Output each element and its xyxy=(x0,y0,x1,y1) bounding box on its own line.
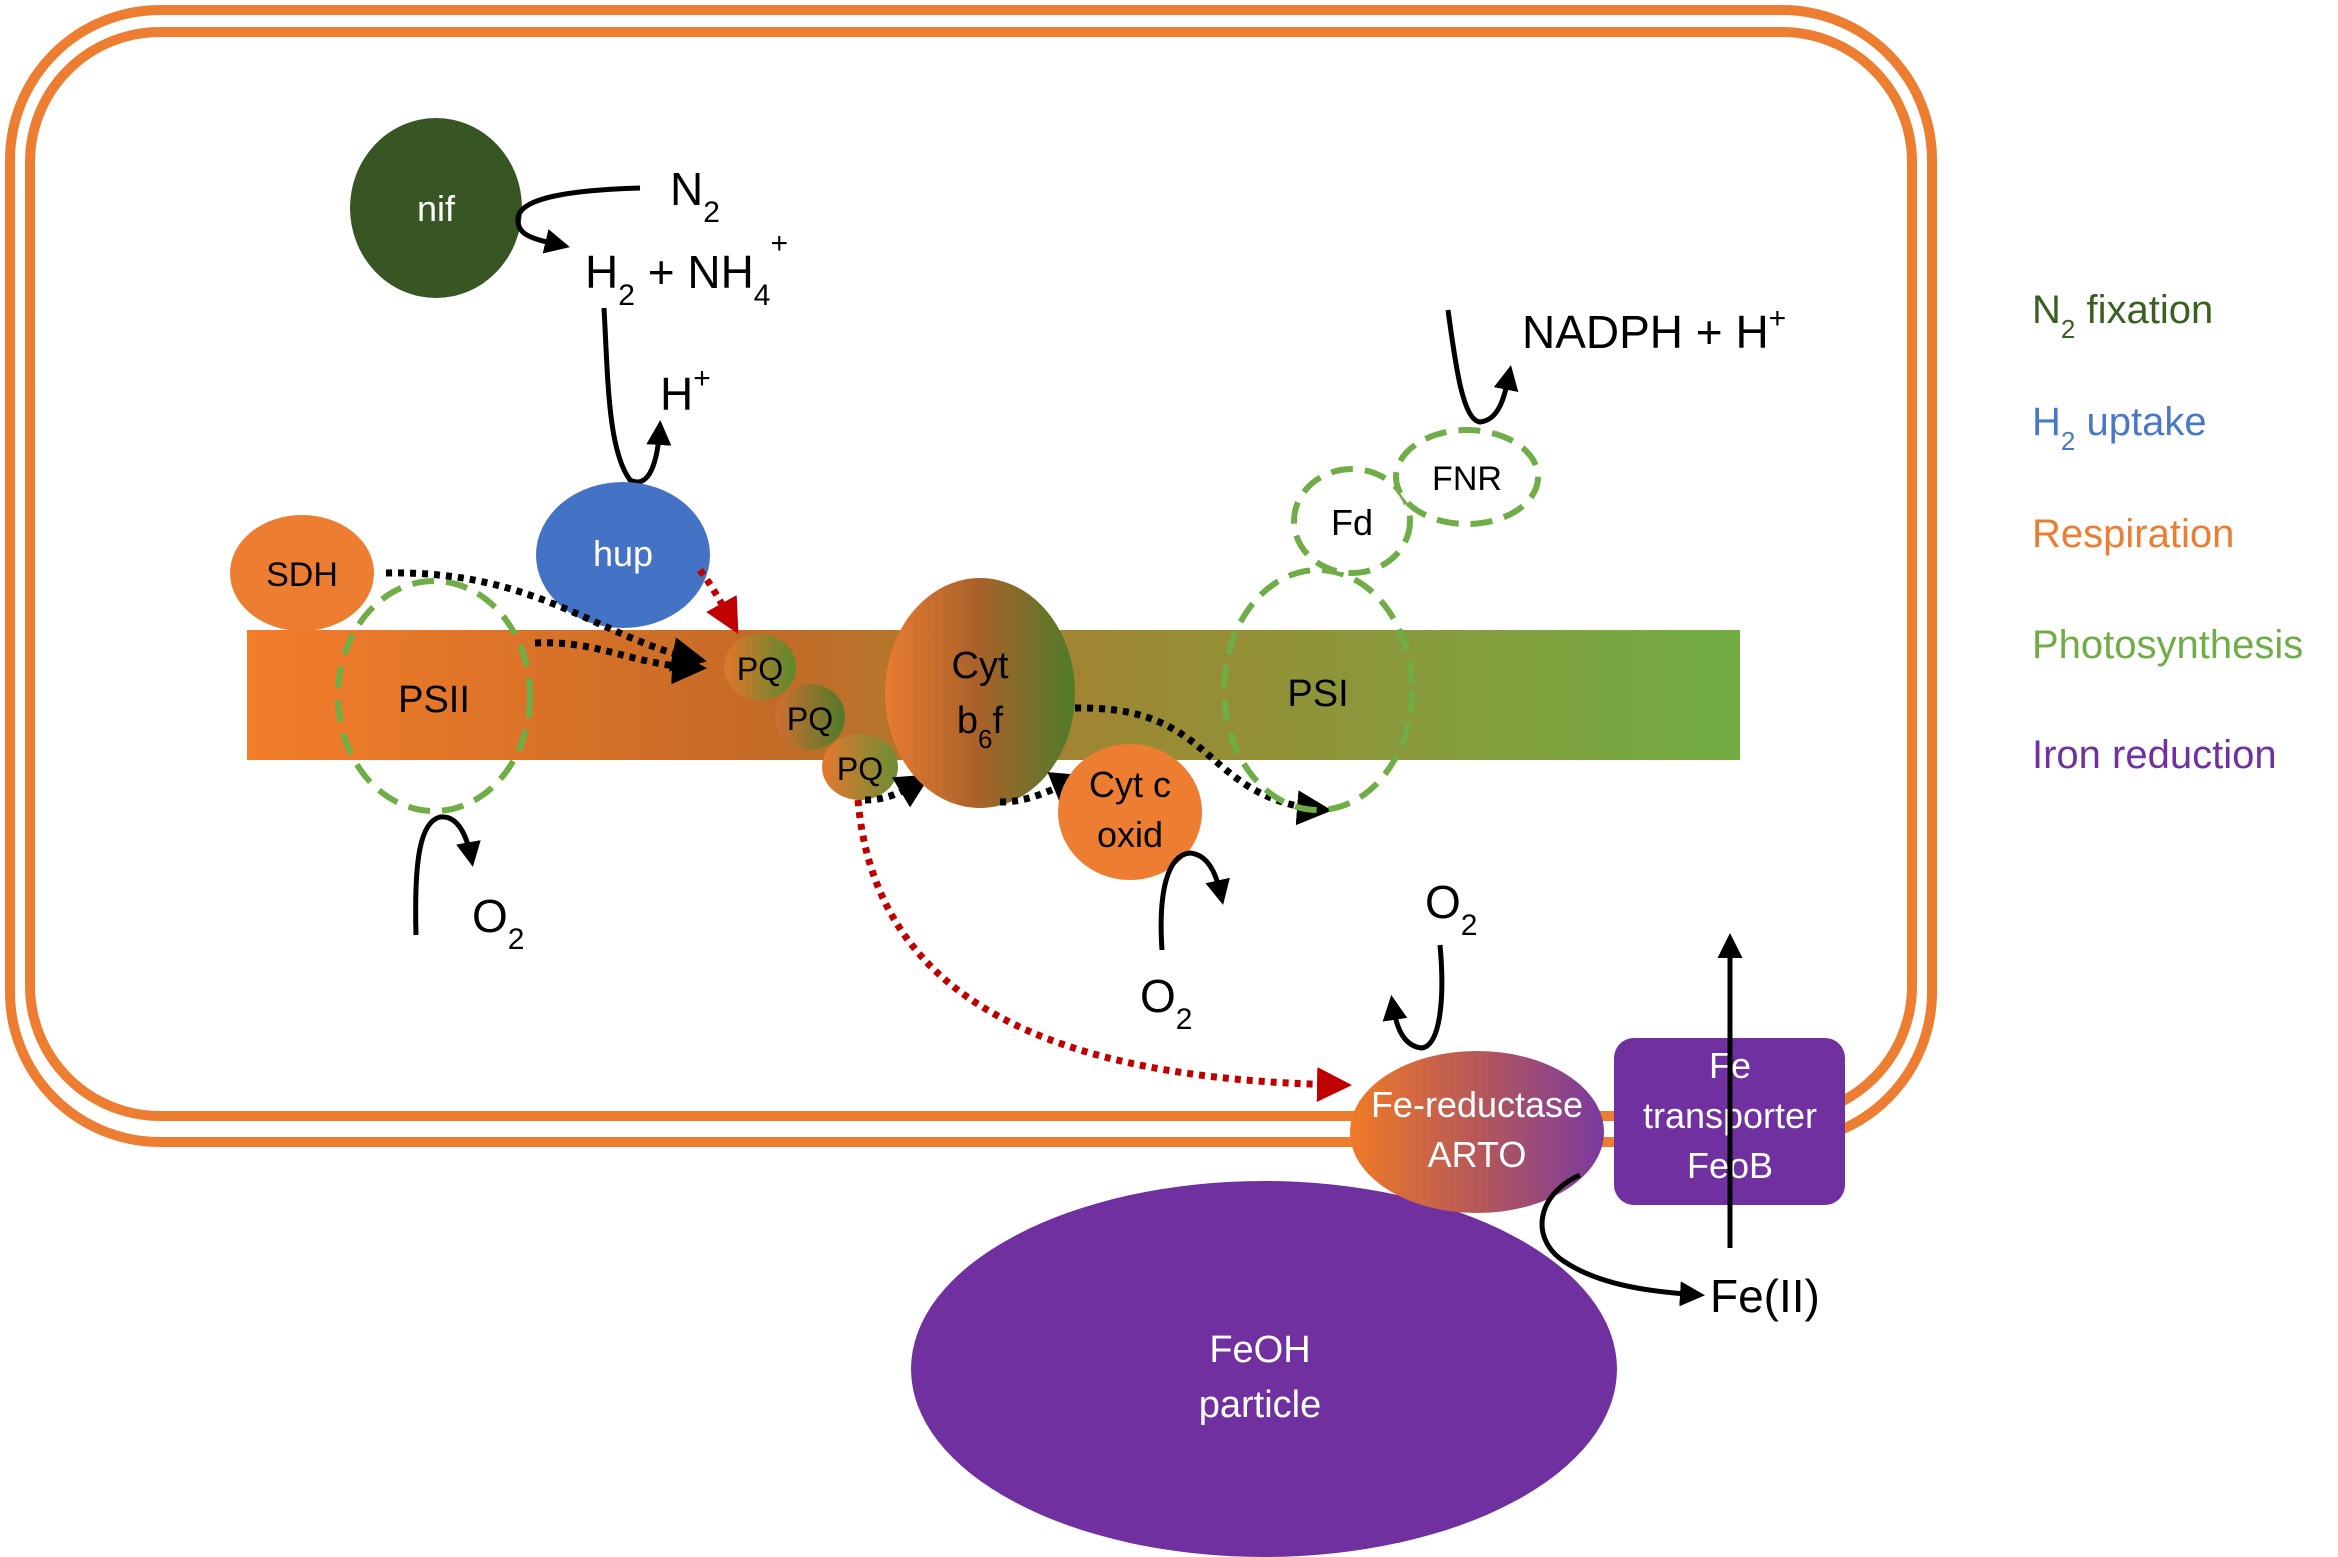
legend-n2-fixation: N2 fixation xyxy=(2032,288,2213,344)
psi-complex xyxy=(1221,567,1415,813)
feoh-particle-label: FeOH xyxy=(1209,1329,1310,1371)
legend-h2-uptake: H2 uptake xyxy=(2032,400,2207,456)
legend-respiration: Respiration xyxy=(2032,512,2234,556)
legend: N2 fixation H2 uptake Respiration Photos… xyxy=(2032,288,2303,777)
nadph-arrow xyxy=(1445,309,1519,425)
h2-uptake-arrow xyxy=(601,307,672,485)
pq-pool-3-label: PQ xyxy=(837,751,883,787)
psi-label: PSI xyxy=(1287,673,1348,715)
nadph-label: NADPH + H+ xyxy=(1522,302,1786,358)
fd-label: Fd xyxy=(1331,502,1373,543)
sdh-to-pq-flow xyxy=(385,569,707,672)
fnr-enzyme xyxy=(1393,427,1541,527)
feoh-particle xyxy=(911,1181,1617,1557)
legend-iron-reduction: Iron reduction xyxy=(2032,733,2277,777)
n2-fixation-arrow xyxy=(515,185,641,254)
sdh-label: SDH xyxy=(266,556,338,594)
psii-complex xyxy=(335,578,533,814)
nif-enzyme xyxy=(350,118,522,298)
cyt-c-oxidase-label-1: Cyt c xyxy=(1089,764,1171,805)
cyt-b6f-label-1: Cyt xyxy=(952,645,1009,687)
n2-label: N2 xyxy=(670,163,720,229)
cytc-o2-arrow xyxy=(1158,850,1230,951)
outer-membrane xyxy=(5,5,1937,1147)
arto-o2-arrow xyxy=(1382,944,1445,1051)
cyt-b6f-label-2: b6f xyxy=(957,700,1004,754)
fe-ii-label: Fe(II) xyxy=(1710,1270,1820,1322)
fd-protein xyxy=(1291,466,1413,576)
arto-o2-label: O2 xyxy=(1425,876,1477,942)
pq-pool-2 xyxy=(775,684,845,750)
h2-nh4-label: H2 + NH4+ xyxy=(585,227,788,312)
pq-pool-1-label: PQ xyxy=(737,651,783,687)
feoh-particle-label-2: particle xyxy=(1199,1384,1322,1426)
sdh-enzyme xyxy=(230,515,374,631)
psii-o2-label: O2 xyxy=(472,890,524,956)
inner-membrane xyxy=(25,27,1917,1121)
hup-enzyme xyxy=(536,482,710,628)
fe-reductase-label-1: Fe-reductase xyxy=(1371,1084,1583,1125)
cyt-c-oxidase xyxy=(1058,744,1202,880)
hup-to-pq-flow xyxy=(697,567,739,635)
pq-pool-3 xyxy=(822,734,898,800)
fnr-label: FNR xyxy=(1432,460,1502,498)
hup-label: hup xyxy=(593,533,653,574)
cyt-c-oxidase-label-2: oxid xyxy=(1097,814,1163,855)
cyt-b6f-complex xyxy=(885,578,1075,808)
psii-to-pq-flow xyxy=(534,639,707,685)
pq-to-arto-flow xyxy=(854,799,1352,1103)
pq-pool-2-label: PQ xyxy=(787,701,833,737)
psii-o2-arrow xyxy=(413,814,481,936)
h-plus-label: H+ xyxy=(660,362,711,420)
cytc-o2-label: O2 xyxy=(1140,970,1192,1036)
fe-reduction-arrow xyxy=(1539,1172,1705,1307)
nif-label: nif xyxy=(417,188,456,229)
legend-photosynthesis: Photosynthesis xyxy=(2032,623,2303,667)
pq-pool-1 xyxy=(724,634,796,700)
psii-label: PSII xyxy=(398,679,470,721)
fe-reductase-label-2: ARTO xyxy=(1428,1134,1527,1175)
fe-reductase-arto xyxy=(1350,1051,1604,1213)
